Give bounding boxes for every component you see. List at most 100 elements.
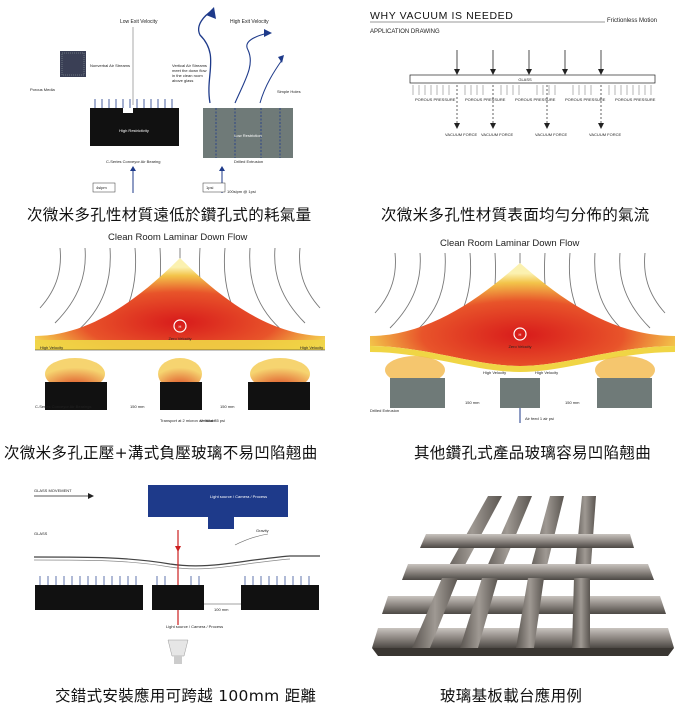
p2-vacuum-4: VACUUM FORCE [589,132,621,137]
p1-vertical-streams-4: above glass [172,78,193,83]
p2-title: WHY VACUUM IS NEEDED [370,10,513,22]
p3-high-velocity-right: High Velocity [300,345,323,350]
p5-block-right [241,585,319,610]
caption-p2: 次微米多孔性材質表面均勻分佈的氣流 [381,206,650,224]
p4-heat-bump-3 [595,356,655,384]
p3-high-velocity-left: High Velocity [40,345,63,350]
p4-zero-velocity-label: Zero Velocity [508,344,531,349]
p1-vertical-streams-2: meet the down flow [172,68,207,73]
p4-high-velocity-left: High Velocity [483,370,506,375]
p2-porous-5: POROUS PRESSURE [615,97,656,102]
p2-vacuum-lines [456,85,602,127]
caption-p5: 交錯式安裝應用可跨越 100mm 距離 [55,687,317,705]
p5-lamp-icon [167,639,189,657]
p4-pressure-field [370,263,675,366]
p4-drilled-block-1 [390,378,445,408]
p5-camera-box-top [148,485,288,517]
p2-porous-2: POROUS PRESSURE [465,97,506,102]
p3-vertical-label: Vertical 35 psi [200,418,225,423]
p5-upward-arrows [39,576,310,585]
p5-light-source-bottom: Light source / Camera / Process [166,624,223,629]
p1-high-velocity-label: High Exit Velocity [230,19,269,25]
stage-beam-2 [402,564,654,580]
p1-input-left: 4slpm [96,185,107,190]
panel-product-photo [372,496,674,656]
caption-p3: 次微米多孔正壓+溝式負壓玻璃不易凹陷翹曲 [4,444,318,462]
p5-light-source-top: Light source / Camera / Process [210,494,267,499]
p3-title: Clean Room Laminar Down Flow [108,232,248,243]
p1-input-right: 1psi [206,185,213,190]
stage-rail-3-front [516,578,544,648]
p1-high-restrictivity-label: High Restrictivity [119,128,149,133]
p2-glass-bar [409,74,656,84]
p3-transport-label: Transport at 2 micron air failure [160,418,216,423]
p2-pressure-ticks [412,85,652,95]
p4-drilled-label: Drilled Extrusion [370,408,399,413]
p3-conveyor-block-1 [45,382,107,410]
p1-upward-arrows-left [94,99,173,108]
p3-gap-2: 150 mm [220,404,235,409]
p1-nonverbal-label: Nonverbal Air Streams [90,63,130,68]
p5-block-middle [152,585,204,610]
panel-staggered-install: GLASS MOVEMENT Light source / Camera / P… [33,485,320,664]
caption-p6: 玻璃基板載台應用例 [440,687,583,705]
p2-porous-1: POROUS PRESSURE [415,97,456,102]
p3-pressure-field [35,258,325,350]
p4-sagging-glass [370,346,675,372]
p1-low-velocity-label: Low Exit Velocity [120,19,158,25]
porous-block [90,108,179,146]
stage-rail-2-front [460,578,498,648]
stage-rail-4-front [572,578,590,648]
p2-porous-3: POROUS PRESSURE [515,97,556,102]
p4-high-velocity-right: High Velocity [535,370,558,375]
p4-gap-1: 150 mm [465,400,480,405]
p3-zero-velocity-label: Zero Velocity [168,336,191,341]
p1-simple-holes-label: Simple Holes [277,89,301,94]
drilled-extrusion-block [203,108,293,158]
p3-zero-velocity-marker [173,319,187,333]
p3-conveyor-block-2 [160,382,202,410]
p1-drilled-label: Drilled Extrusion [234,159,263,164]
svg-text:H: H [179,324,182,329]
caption-p1: 次微米多孔性材質遠低於鑽孔式的耗氣量 [27,206,312,224]
p5-glass-label: GLASS [34,531,48,536]
p1-conveyor-label: C-Series Conveyor Air Bearing [106,159,160,164]
p5-glass-sheet [33,555,320,567]
p1-vertical-streams-3: in the clean room [172,73,203,78]
p4-gap-2: 150 mm [565,400,580,405]
stage-beam-1 [420,534,634,548]
p4-air-feed: Air feed 1 air psi [525,416,554,421]
panel-why-vacuum: WHY VACUUM IS NEEDED Frictionless Motion… [370,10,657,137]
p2-porous-4: POROUS PRESSURE [565,97,606,102]
p4-drilled-block-2 [500,378,540,408]
svg-text:H: H [519,332,522,337]
p2-vacuum-1: VACUUM FORCE [445,132,477,137]
p1-swirl-arrow-1 [198,10,213,104]
p5-block-left [35,585,143,610]
porous-media-closeup [60,51,86,77]
p1-vertical-streams-1: Vertical Air Streams [172,63,207,68]
p5-gap-label: 100 mm [214,607,229,612]
p1-porous-media-label: Porous Media [30,87,55,92]
p1-swirl-arrow-2 [234,32,269,104]
p3-conveyor-block-3 [248,382,310,410]
p2-vacuum-3: VACUUM FORCE [535,132,567,137]
stage-rail-1-front [412,578,458,648]
panel-laminar-drilled: Clean Room Laminar Down Flow H Zero Velo… [370,238,675,423]
p2-application: APPLICATION DRAWING [370,29,440,35]
p5-gravity-label: Gravity [256,528,269,533]
p1-drill-channels [215,108,281,158]
p2-glass-label: GLASS [518,77,532,82]
p3-conveyor-label: C-Series Conveyor Air Bearings [35,404,91,409]
p1-low-restriction-label: Low Restriction [234,133,261,138]
p2-vacuum-2: VACUUM FORCE [481,132,513,137]
caption-p4: 其他鑽孔式產品玻璃容易凹陷翹曲 [414,444,652,462]
p2-frictionless: Frictionless Motion [607,18,657,24]
p3-glass-band [35,340,325,350]
p4-title: Clean Room Laminar Down Flow [440,238,580,249]
p4-drilled-block-3 [597,378,652,408]
p5-glass-movement: GLASS MOVEMENT [34,488,72,493]
panel-porous-vs-drilled: Low Exit Velocity Nonverbal Air Streams … [30,7,301,194]
p3-gap-1: 150 mm [130,404,145,409]
p4-heat-bump-1 [385,356,445,384]
